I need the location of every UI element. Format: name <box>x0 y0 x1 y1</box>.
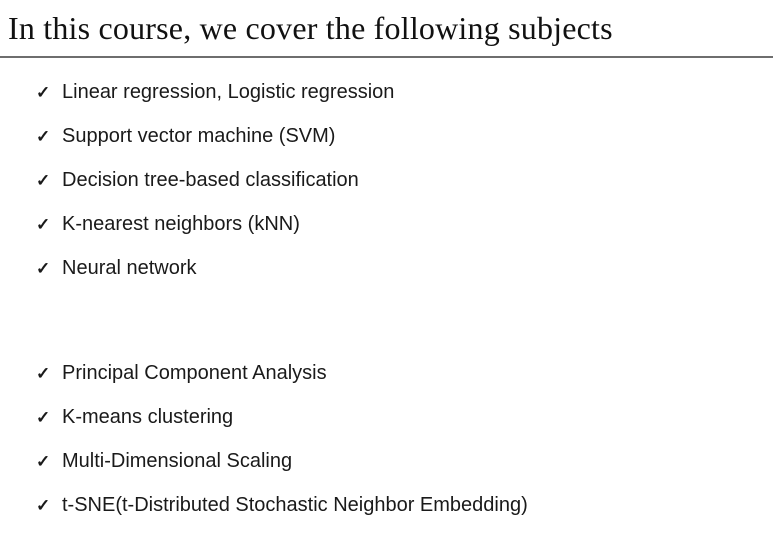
list-item: ✓ Linear regression, Logistic regression <box>36 82 773 103</box>
checkmark-icon: ✓ <box>36 259 51 278</box>
list-item: ✓ K-means clustering <box>36 407 773 428</box>
list-item-label: Decision tree-based classification <box>62 169 359 191</box>
list-item: ✓ Multi-Dimensional Scaling <box>36 451 773 472</box>
list-item: ✓ t-SNE(t-Distributed Stochastic Neighbo… <box>36 495 773 516</box>
checkmark-icon: ✓ <box>36 496 51 515</box>
page-title: In this course, we cover the following s… <box>8 10 613 46</box>
checkmark-icon: ✓ <box>36 215 51 234</box>
list-item: ✓ Support vector machine (SVM) <box>36 126 773 147</box>
checkmark-icon: ✓ <box>36 364 51 383</box>
list-item: ✓ Decision tree-based classification <box>36 170 773 191</box>
list-item: ✓ K-nearest neighbors (kNN) <box>36 214 773 235</box>
list-item: ✓ Neural network <box>36 258 773 279</box>
checkmark-icon: ✓ <box>36 452 51 471</box>
list-item-label: K-means clustering <box>62 406 234 428</box>
list-item-label: Neural network <box>62 257 197 279</box>
group-spacer <box>36 302 773 363</box>
unsupervised-subjects-group: ✓ Principal Component Analysis ✓ K-means… <box>36 363 773 516</box>
list-item-label: Support vector machine (SVM) <box>62 125 336 147</box>
checkmark-icon: ✓ <box>36 171 51 190</box>
list-item-label: Principal Component Analysis <box>62 362 327 384</box>
list-item-label: t-SNE(t-Distributed Stochastic Neighbor … <box>62 494 528 516</box>
checkmark-icon: ✓ <box>36 127 51 146</box>
supervised-subjects-group: ✓ Linear regression, Logistic regression… <box>36 82 773 279</box>
checkmark-icon: ✓ <box>36 408 51 427</box>
list-item-label: Multi-Dimensional Scaling <box>62 450 293 472</box>
title-divider <box>0 56 773 58</box>
list-item: ✓ Principal Component Analysis <box>36 363 773 384</box>
list-item-label: K-nearest neighbors (kNN) <box>62 213 300 235</box>
checkmark-icon: ✓ <box>36 83 51 102</box>
list-item-label: Linear regression, Logistic regression <box>62 81 395 103</box>
subjects-list: ✓ Linear regression, Logistic regression… <box>0 82 773 516</box>
